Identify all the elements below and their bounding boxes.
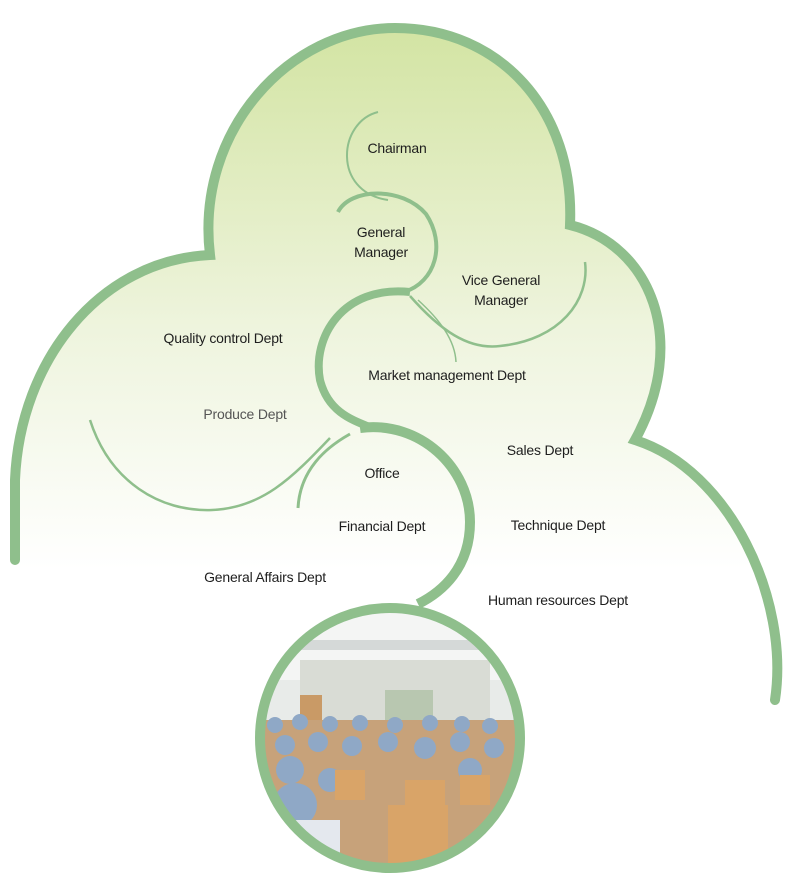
node-produce: Produce Dept bbox=[203, 406, 287, 422]
vice-general-manager-arc bbox=[409, 261, 587, 348]
node-general-manager: General Manager bbox=[354, 222, 408, 262]
cloud-border bbox=[10, 22, 783, 705]
meeting-room-photo bbox=[262, 610, 518, 866]
office-arc bbox=[359, 422, 476, 609]
node-technique: Technique Dept bbox=[510, 517, 606, 533]
photo-frame bbox=[255, 603, 525, 873]
node-general-manager-line2: Manager bbox=[354, 244, 408, 260]
node-financial: Financial Dept bbox=[338, 518, 426, 534]
node-sales: Sales Dept bbox=[506, 442, 574, 458]
node-office: Office bbox=[364, 465, 400, 481]
node-market-management: Market management Dept bbox=[368, 367, 526, 383]
node-quality-control: Quality control Dept bbox=[163, 330, 283, 346]
node-human-resources: Human resources Dept bbox=[488, 592, 628, 608]
office-left-arc bbox=[296, 432, 351, 509]
node-general-manager-line1: General bbox=[356, 224, 406, 240]
node-general-affairs: General Affairs Dept bbox=[204, 569, 326, 585]
node-vice-general-manager-line2: Manager bbox=[474, 292, 528, 308]
market-inner-arc bbox=[417, 299, 457, 363]
produce-arc bbox=[88, 419, 331, 512]
cloud-fill bbox=[15, 28, 778, 700]
node-vice-general-manager-line1: Vice General bbox=[461, 272, 541, 288]
market-management-arc bbox=[314, 287, 411, 432]
general-manager-arc bbox=[336, 191, 439, 294]
node-vice-general-manager: Vice General Manager bbox=[462, 270, 540, 310]
node-chairman: Chairman bbox=[367, 140, 427, 156]
